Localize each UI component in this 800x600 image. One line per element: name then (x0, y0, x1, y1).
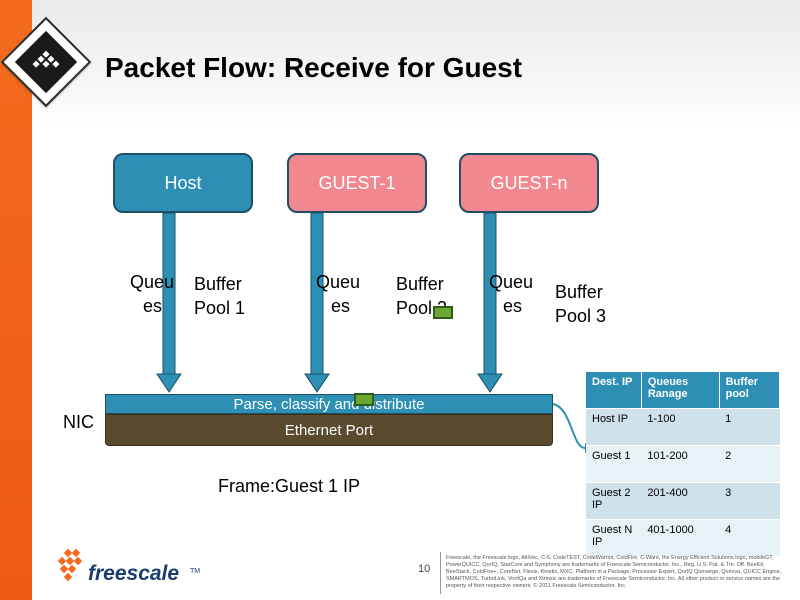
table-row: Guest 2 IP 201-400 3 (586, 482, 780, 520)
chip-logo-mark (32, 50, 60, 68)
guest1-queues-label-line1: Queu (316, 272, 361, 292)
host-arrow (156, 212, 182, 393)
guestn-queues-label-line2: es (503, 296, 523, 316)
host-queues-label-line1: Queu (130, 272, 175, 292)
left-accent-strip (0, 0, 32, 600)
parse-classify-text: Parse, classify and distribute (233, 395, 425, 413)
ethernet-port-bar: Ethernet Port (105, 414, 553, 446)
trademark-symbol: TM (190, 568, 201, 575)
table-cell: Host IP (586, 408, 642, 446)
table-cell: Guest 2 IP (586, 482, 642, 520)
table-cell: 3 (719, 482, 780, 520)
freescale-chip-logo (0, 16, 92, 108)
slide-title: Packet Flow: Receive for Guest (105, 52, 523, 83)
buffer-pool2-label-line1: Buffer (396, 274, 444, 294)
table-header-queues: Queues Ranage (641, 372, 720, 409)
table-cell: Guest 1 (586, 445, 642, 483)
header-band (32, 0, 800, 130)
table-cell: 201-400 (641, 482, 720, 520)
buffer-pool1-label-line2: Pool 1 (194, 298, 246, 318)
packet-in-nic (354, 393, 374, 406)
guestn-box: GUEST-n (459, 153, 599, 213)
table-cell: 4 (719, 519, 780, 556)
buffer-pool3-label-line2: Pool 3 (555, 306, 607, 326)
buffer-pool3-label-line1: Buffer (555, 282, 603, 302)
frame-label: Frame:Guest 1 IP (218, 476, 361, 496)
nic-label: NIC (63, 412, 94, 432)
packet-in-buffer-pool2 (433, 306, 453, 319)
legal-notice: Freescale, the Freescale logo, AltiVec, … (446, 555, 782, 589)
table-cell: Guest N IP (586, 519, 642, 556)
host-queues-label-line2: es (143, 296, 163, 316)
freescale-wordmark: freescale (88, 562, 180, 585)
ethernet-port-text: Ethernet Port (284, 421, 374, 439)
footer-divider (440, 552, 441, 594)
host-box: Host (113, 153, 253, 213)
table-row: Guest N IP 401-1000 4 (586, 519, 780, 556)
table-cell: 1-100 (641, 408, 720, 446)
table-cell: 1 (719, 408, 780, 446)
table-cell: 101-200 (641, 445, 720, 483)
queue-mapping-table: Dest. IP Queues Ranage Buffer pool Host … (586, 372, 781, 556)
buffer-pool1-label-line1: Buffer (194, 274, 242, 294)
table-header-dest-ip: Dest. IP (586, 372, 642, 409)
parse-classify-bar: Parse, classify and distribute (105, 394, 553, 414)
table-header-buffer-pool: Buffer pool (719, 372, 781, 409)
table-row: Guest 1 101-200 2 (586, 445, 780, 483)
guest1-box: GUEST-1 (287, 153, 427, 213)
table-cell: 401-1000 (641, 519, 720, 556)
guest1-arrow (304, 212, 330, 393)
table-header-row: Dest. IP Queues Ranage Buffer pool (586, 372, 781, 409)
chip-logo-core (14, 30, 78, 94)
guestn-arrow (477, 212, 503, 393)
guest1-queues-label-line2: es (331, 296, 351, 316)
guestn-queues-label-line1: Queu (489, 272, 534, 292)
table-cell: 2 (719, 445, 780, 483)
page-number: 10 (418, 563, 431, 575)
freescale-logo-icon (57, 548, 83, 582)
table-row: Host IP 1-100 1 (586, 408, 780, 446)
